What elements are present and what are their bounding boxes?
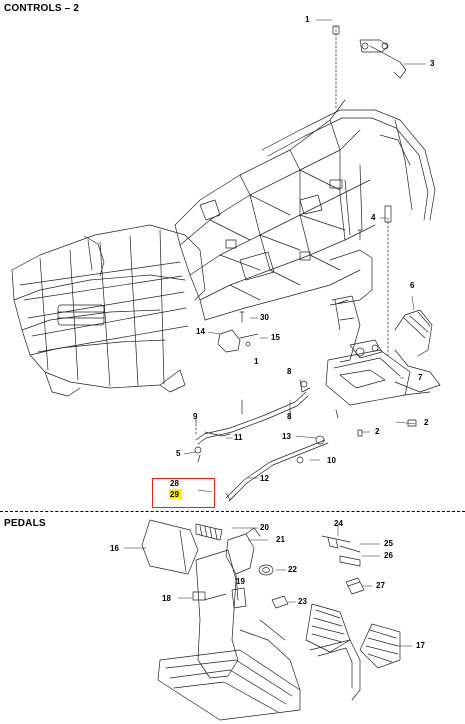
callout-4: 4 — [371, 213, 376, 222]
callout-26: 26 — [384, 551, 393, 560]
callout-16: 16 — [110, 544, 119, 553]
section-title-pedals: PEDALS — [4, 518, 46, 529]
callout-2b: 2 — [424, 418, 429, 427]
vehicle-frame — [11, 99, 436, 397]
callout-1b: 1 — [254, 357, 259, 366]
callout-12: 12 — [260, 474, 269, 483]
callout-3: 3 — [430, 59, 435, 68]
callout-14: 14 — [196, 327, 205, 336]
callout-2a: 2 — [375, 427, 380, 436]
callout-25: 25 — [384, 539, 393, 548]
callout-6: 6 — [410, 281, 415, 290]
callout-21: 21 — [276, 535, 285, 544]
controls-pedal-box — [325, 295, 441, 437]
callout-17: 17 — [416, 641, 425, 650]
callout-13: 13 — [282, 432, 291, 441]
callout-28: 28 — [170, 479, 179, 488]
callout-19: 19 — [236, 577, 245, 586]
leader-lines — [123, 19, 427, 647]
callout-22: 22 — [288, 565, 297, 574]
callout-30: 30 — [260, 313, 269, 322]
control-cables — [194, 379, 329, 502]
callout-24: 24 — [334, 519, 343, 528]
pedals-assembly — [141, 519, 401, 721]
callout-10: 10 — [327, 456, 336, 465]
callout-29-highlighted: 29 — [170, 490, 179, 499]
callout-8a: 8 — [287, 367, 292, 376]
callout-7: 7 — [418, 373, 423, 382]
section-divider — [0, 511, 465, 512]
callout-8b: 8 — [287, 412, 292, 421]
callout-9: 9 — [193, 412, 198, 421]
callout-15: 15 — [271, 333, 280, 342]
highlight-marker — [169, 489, 182, 499]
callout-18: 18 — [162, 594, 171, 603]
section-title-controls: CONTROLS – 2 — [4, 3, 80, 14]
bracket-assembly — [217, 311, 259, 353]
highlight-box — [152, 478, 215, 508]
callout-23: 23 — [298, 597, 307, 606]
callout-1: 1 — [305, 15, 310, 24]
callout-5: 5 — [176, 449, 181, 458]
callout-11: 11 — [234, 433, 243, 442]
callout-27: 27 — [376, 581, 385, 590]
callout-20: 20 — [260, 523, 269, 532]
throttle-assembly — [332, 25, 407, 356]
